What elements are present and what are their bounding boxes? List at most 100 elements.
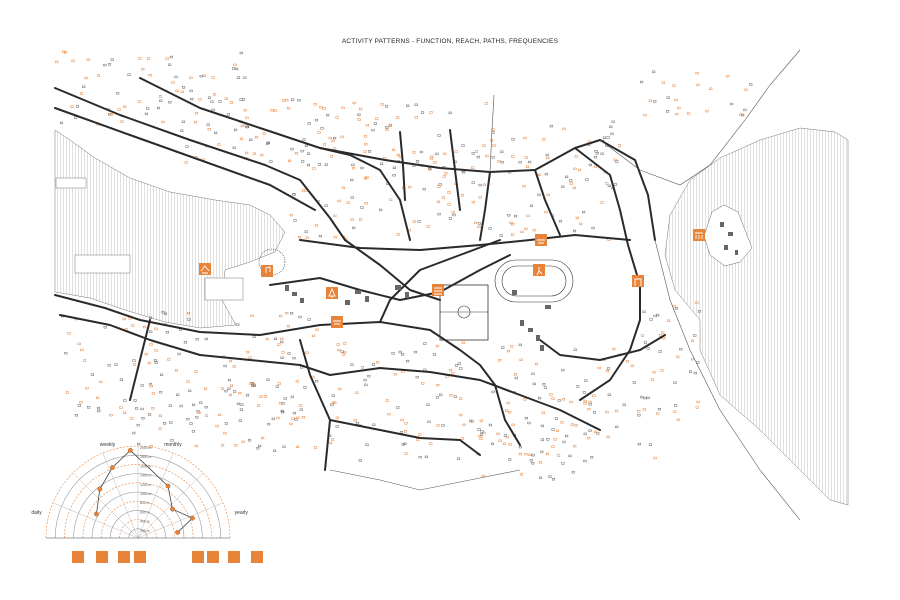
house-marker [322, 143, 327, 146]
house-marker [232, 146, 236, 149]
radar-ring [82, 482, 194, 539]
house-marker [372, 423, 376, 426]
radar-spoke [137, 502, 224, 539]
house-marker [165, 331, 169, 334]
house-marker [676, 355, 680, 358]
house-marker [239, 98, 243, 101]
house-marker [227, 378, 232, 382]
house-marker [400, 418, 404, 422]
house-marker [478, 196, 482, 199]
house-marker [328, 136, 332, 140]
house-marker [329, 155, 334, 158]
house-marker [214, 131, 218, 135]
house-marker [485, 154, 489, 158]
house-marker [741, 113, 745, 117]
house-marker [600, 152, 604, 155]
house-marker [396, 406, 400, 409]
piers [55, 177, 244, 301]
house-marker [168, 404, 172, 407]
house-marker [744, 88, 748, 91]
house-marker [107, 364, 111, 367]
house-marker [360, 206, 364, 209]
house-marker [176, 393, 180, 396]
house-marker [103, 63, 107, 67]
bench-icon [134, 551, 146, 563]
house-marker [662, 337, 666, 340]
music-icon [228, 551, 240, 563]
house-marker [331, 401, 335, 404]
house-marker [696, 83, 700, 87]
house-marker [360, 166, 364, 170]
house-marker [479, 419, 483, 422]
house-marker [279, 314, 283, 318]
house-marker [376, 361, 380, 364]
house-marker [449, 368, 453, 372]
house-marker [481, 474, 485, 478]
house-marker [263, 395, 267, 398]
house-marker [363, 378, 367, 382]
house-marker [392, 166, 396, 169]
radar-point [127, 447, 133, 453]
house-marker [96, 74, 101, 77]
house-marker [140, 384, 144, 387]
house-marker [294, 418, 298, 421]
house-marker [318, 234, 322, 238]
house-marker [437, 185, 441, 188]
house-marker [123, 411, 127, 415]
church-icon [632, 275, 644, 287]
house-marker [224, 97, 228, 100]
house-marker [123, 399, 127, 402]
house-marker [277, 343, 281, 346]
house-marker [247, 439, 252, 442]
house-marker [474, 150, 479, 153]
house-marker [640, 395, 644, 399]
house-marker [307, 122, 311, 125]
house-marker [583, 432, 587, 436]
house-marker [197, 411, 201, 414]
house-marker [352, 101, 356, 105]
house-marker [416, 438, 420, 441]
house-marker [532, 229, 536, 232]
house-marker [422, 188, 426, 191]
house-marker [132, 359, 136, 362]
house-marker [505, 435, 509, 439]
house-marker [478, 434, 482, 438]
house-marker [351, 166, 355, 170]
house-marker [429, 111, 433, 114]
house-marker [514, 376, 518, 380]
radar-ring-label: 1400 m [140, 474, 151, 478]
house-marker [560, 421, 564, 424]
radar-ring-label: 2000 m [140, 446, 151, 450]
house-marker [365, 124, 369, 127]
house-marker [436, 424, 440, 427]
house-marker [579, 222, 583, 226]
house-marker [545, 452, 549, 456]
house-marker [510, 345, 514, 348]
secondary-roads [329, 49, 801, 521]
house-marker [305, 351, 309, 354]
house-marker [177, 352, 181, 356]
house-marker [528, 160, 532, 164]
house-marker [500, 161, 504, 164]
house-marker [273, 449, 277, 452]
house-marker [364, 383, 368, 387]
house-marker [749, 83, 753, 86]
house-marker [695, 71, 699, 75]
house-marker [524, 156, 528, 159]
house-marker [660, 369, 664, 372]
house-marker [206, 123, 210, 126]
house-marker [235, 67, 239, 71]
house-marker [212, 93, 217, 96]
house-marker [365, 443, 369, 446]
house-marker [141, 417, 145, 420]
house-marker [192, 403, 196, 407]
house-marker [435, 152, 439, 156]
house-marker [286, 325, 290, 328]
house-marker [132, 431, 136, 435]
house-marker [695, 301, 699, 304]
house-marker [393, 373, 397, 376]
radar-ring-label: 1800 m [140, 455, 151, 459]
house-marker [661, 331, 665, 334]
house-marker [606, 435, 610, 439]
house-marker [287, 159, 292, 163]
